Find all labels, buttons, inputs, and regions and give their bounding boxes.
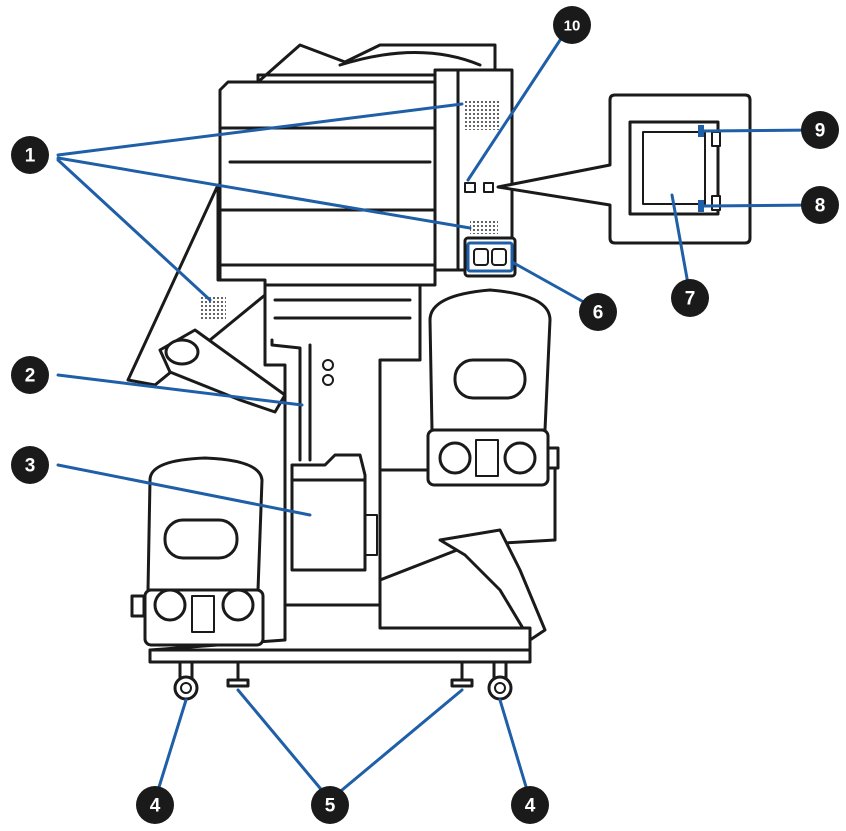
vent-mid-right	[470, 220, 498, 234]
svg-text:9: 9	[815, 121, 826, 142]
svg-text:1: 1	[25, 146, 36, 167]
svg-text:8: 8	[815, 196, 826, 217]
callout-4-right: 4	[511, 786, 549, 824]
callout-3: 3	[11, 446, 49, 484]
callout-10: 10	[553, 6, 591, 44]
svg-text:6: 6	[593, 303, 604, 324]
callout-7: 7	[671, 279, 709, 317]
svg-text:4: 4	[525, 796, 536, 817]
ac-inlets	[466, 241, 514, 273]
svg-text:2: 2	[25, 366, 36, 387]
callout-6: 6	[579, 293, 617, 331]
left-roll-holder	[130, 456, 265, 647]
callout-2: 2	[11, 356, 49, 394]
callout-4-left: 4	[136, 786, 174, 824]
leader-lines	[56, 23, 820, 802]
svg-text:7: 7	[685, 289, 696, 310]
vent-top-right	[465, 100, 500, 130]
svg-text:4: 4	[150, 796, 161, 817]
callout-9: 9	[801, 111, 839, 149]
side-ports	[464, 182, 494, 193]
svg-text:10: 10	[564, 18, 581, 35]
svg-text:3: 3	[25, 456, 36, 477]
casters	[173, 660, 513, 701]
svg-text:5: 5	[325, 796, 336, 817]
adjusters	[226, 660, 474, 688]
callout-5: 5	[311, 786, 349, 824]
right-roll-holder	[426, 288, 560, 487]
vent-left	[200, 295, 226, 321]
callout-8: 8	[801, 186, 839, 224]
port-detail-inset	[496, 93, 752, 245]
callout-1: 1	[11, 136, 49, 174]
